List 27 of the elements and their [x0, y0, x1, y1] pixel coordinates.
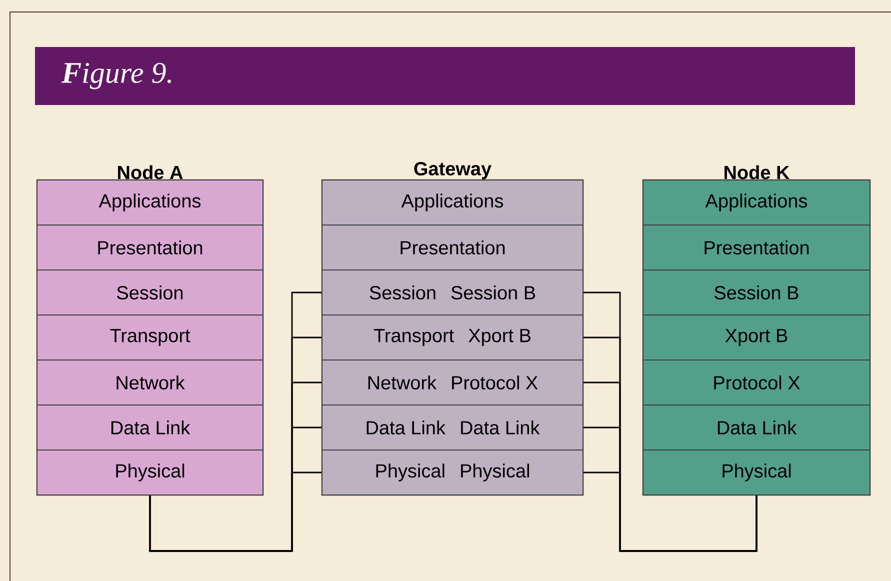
layer-cell: Protocol X: [642, 360, 870, 406]
layer-cell: Applications: [36, 180, 264, 226]
layer-cell: Physical Physical: [322, 450, 584, 496]
node-label: Node K: [724, 165, 790, 180]
layer-cell: Applications: [642, 180, 870, 226]
layer-cell: Physical: [642, 450, 870, 496]
layer-cell: Data Link: [36, 404, 264, 450]
layer-cell: Data Link Data Link: [322, 404, 584, 450]
layer-cell: Xport B: [642, 314, 870, 360]
layer-cell: Physical: [36, 450, 264, 496]
node-label: Node A: [118, 165, 183, 180]
layer-cell: Transport Xport B: [322, 314, 584, 360]
layer-cell: Transport: [36, 314, 264, 360]
layer-cell: Session: [36, 270, 264, 316]
connector-line: [584, 472, 758, 552]
layer-cell: Network Protocol X: [322, 360, 584, 406]
layer-cell: Presentation: [642, 224, 870, 270]
layer-cell: Session B: [642, 270, 870, 316]
layer-cell: Presentation: [322, 224, 584, 270]
layer-cell: Session Session B: [322, 270, 584, 316]
layer-cell: Applications: [322, 180, 584, 226]
connector-line: [149, 472, 322, 552]
layer-cell: Data Link: [642, 404, 870, 450]
layer-cell: Network: [36, 360, 264, 406]
node-label: Gateway: [414, 162, 492, 180]
layer-cell: Presentation: [36, 224, 264, 270]
title-banner: Figure 9.: [35, 47, 855, 105]
